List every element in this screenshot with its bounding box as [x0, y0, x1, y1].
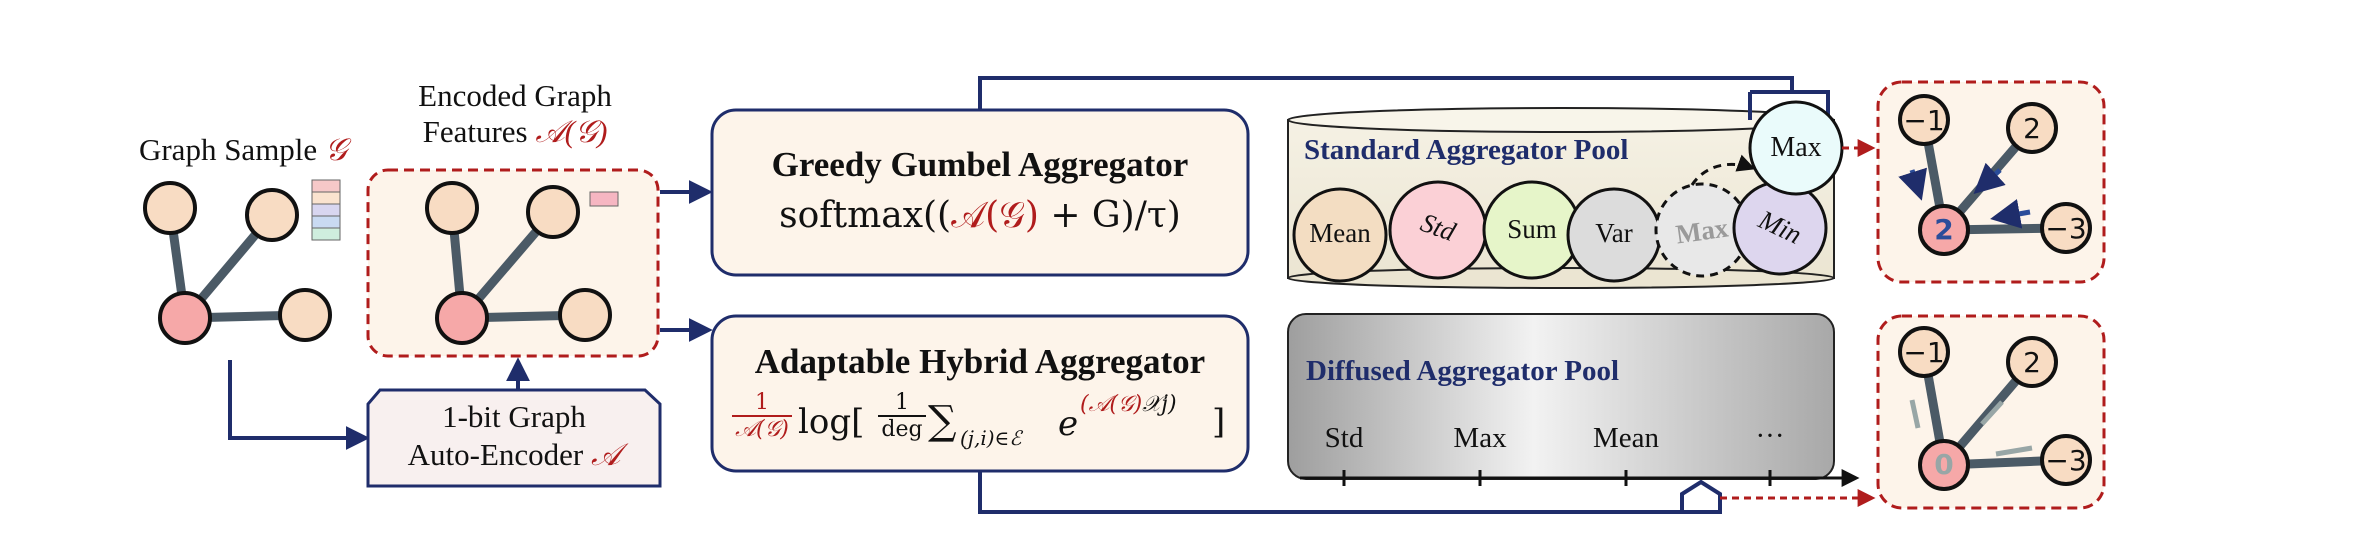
graph-node — [278, 288, 332, 342]
arrow-to-autoencoder — [228, 360, 370, 450]
pool-label-max-selected: Max — [1770, 132, 1822, 163]
graph-sample-label: Graph Sample 𝒢 — [138, 132, 348, 167]
greedy-formula: softmax((𝒜(𝒢) + G)/τ) — [779, 195, 1181, 236]
pool-label-sum: Sum — [1507, 214, 1557, 244]
feature-stack-icon — [311, 179, 341, 241]
pool-label-mean: Mean — [1309, 218, 1371, 248]
graph-node — [143, 181, 197, 235]
selector-pointer — [1680, 479, 1722, 514]
greedy-title: Greedy Gumbel Aggregator — [771, 145, 1189, 184]
standard-pool-title: Standard Aggregator Pool — [1304, 134, 1629, 166]
max-selector-bracket — [1750, 90, 1830, 120]
greedy-box — [710, 108, 1250, 277]
hybrid-title: Adaptable Hybrid Aggregator — [754, 342, 1206, 381]
autoencoder-label: 1-bit Graph Auto-Encoder 𝒜 — [407, 399, 621, 472]
encoded-label: Encoded Graph Features 𝒜(𝒢) — [418, 78, 612, 149]
pool-label-var: Var — [1595, 218, 1633, 248]
result-top-node-1: −1 — [1903, 104, 1945, 137]
diffused-item-mean: Mean — [1592, 422, 1660, 454]
diffused-item-more: ··· — [1755, 420, 1785, 452]
graph-sample — [143, 179, 341, 345]
autoencoder-box — [366, 388, 662, 488]
graph-node — [245, 188, 299, 242]
result-graph-top — [1898, 94, 2092, 256]
result-bottom-node-center: 0 — [1934, 448, 1954, 481]
encoded-graph — [425, 181, 619, 345]
result-top-node-center: 2 — [1934, 213, 1954, 246]
result-top-node-3: −3 — [2045, 212, 2087, 245]
greedy-to-max-line — [978, 76, 1794, 110]
result-top-node-2: 2 — [2023, 112, 2041, 145]
hybrid-to-pool-line — [978, 471, 1720, 514]
result-bottom-node-3: −3 — [2045, 444, 2087, 477]
result-graph-bottom — [1898, 326, 2092, 491]
pool-circle-mean — [1292, 187, 1388, 283]
encoded-feature-icon — [589, 191, 619, 207]
graph-node-center — [158, 291, 212, 345]
result-bottom-node-2: 2 — [2023, 346, 2041, 379]
hybrid-formula: 1 𝒜(𝒢) log[ 1 deg ∑ (j,i)∈ℰ e (𝒜(𝒢)𝒳j) ] — [730, 390, 1240, 462]
diffused-pool-title: Diffused Aggregator Pool — [1306, 355, 1620, 387]
diffused-item-max: Max — [1453, 422, 1507, 454]
result-bottom-node-1: −1 — [1903, 336, 1945, 369]
dashed-arrow-max — [1690, 154, 1756, 186]
diffused-item-std: Std — [1324, 422, 1364, 454]
